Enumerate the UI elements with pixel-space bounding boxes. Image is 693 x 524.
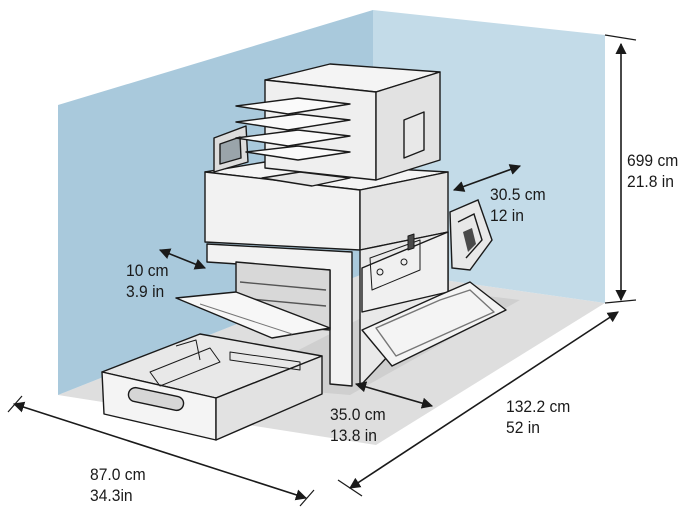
front-clearance-imperial: 13.8 in (330, 426, 377, 445)
depth-label: 132.2 cm 52 in (506, 396, 570, 438)
output-bin-4 (245, 145, 351, 161)
left-clearance-metric: 10 cm (126, 261, 169, 280)
mailbox-front (264, 79, 377, 181)
rear-clearance-arrow (452, 164, 522, 192)
width-arrow (12, 401, 308, 501)
touch-screen (219, 136, 242, 165)
rear-clearance-imperial: 12 in (490, 206, 524, 225)
left-clearance-label: 10 cm 3.9 in (126, 260, 169, 302)
depth-arrow (349, 311, 619, 489)
width-imperial: 34.3in (90, 486, 133, 505)
output-bin-2 (235, 113, 351, 131)
rear-clearance-label: 30.5 cm 12 in (490, 184, 546, 226)
height-imperial: 21.8 in (627, 172, 674, 191)
bypass-tray (175, 291, 331, 339)
depth-metric: 132.2 cm (506, 397, 571, 416)
output-bin-1 (235, 97, 351, 115)
width-label: 87.0 cm 34.3in (90, 464, 146, 506)
rear-door (449, 199, 493, 271)
left-clearance-arrow (158, 248, 207, 270)
width-metric: 87.0 cm (90, 465, 146, 484)
mailbox-handle (403, 111, 425, 159)
center-output-tray (261, 171, 351, 187)
dimension-lines (7, 34, 637, 507)
left-clearance-imperial: 3.9 in (126, 282, 165, 301)
printer-front-lower (206, 243, 353, 387)
height-label: 699 cm 21.8 in (627, 150, 678, 192)
output-bin-3 (235, 129, 351, 147)
depth-imperial: 52 in (506, 418, 540, 437)
internal-parts (369, 233, 421, 291)
front-clearance-metric: 35.0 cm (330, 405, 386, 424)
tray-guides (149, 339, 301, 387)
rear-clearance-metric: 30.5 cm (490, 185, 546, 204)
height-metric: 699 cm (627, 151, 679, 170)
front-clearance-label: 35.0 cm 13.8 in (330, 404, 386, 446)
